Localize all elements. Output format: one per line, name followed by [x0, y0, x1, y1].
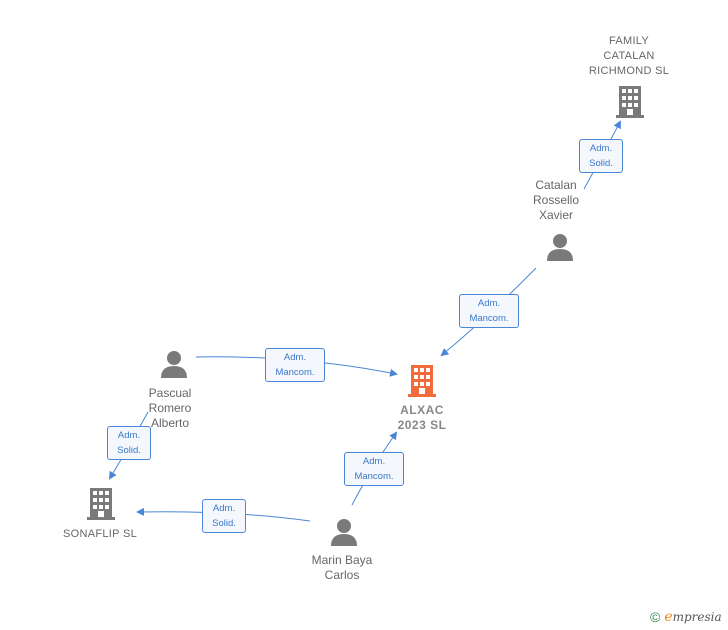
edge-role-line1: Adm. [212, 503, 236, 514]
edge-label-catalan-to-alxac: Adm. Mancom. [459, 294, 519, 328]
edge-role-line2: Mancom. [354, 471, 394, 482]
building-icon-focus [408, 365, 436, 397]
node-label-marin-baya[interactable]: Marin Baya Carlos [311, 553, 373, 582]
edge-role-line2: Mancom. [469, 313, 509, 324]
edge-role-line2: Solid. [589, 158, 613, 169]
edge-label-marin-to-alxac: Adm. Mancom. [344, 452, 404, 486]
brand-initial: e [664, 609, 673, 625]
building-icon [616, 86, 644, 118]
node-label-sonaflip[interactable]: SONAFLIP SL [62, 528, 138, 540]
edge-role-line1: Adm. [477, 298, 501, 309]
building-icon [87, 488, 115, 520]
edge-label-pascual-to-sonaflip: Adm. Solid. [107, 426, 151, 460]
edge-role-line2: Mancom. [275, 367, 315, 378]
edge-role-line1: Adm. [283, 352, 307, 363]
edge-role-line1: Adm. [117, 430, 141, 441]
edge-role-line1: Adm. [589, 143, 613, 154]
node-label-pascual-romero[interactable]: Pascual Romero Alberto [148, 386, 192, 430]
edge-label-marin-to-sonaflip: Adm. Solid. [202, 499, 246, 533]
edge-role-line2: Solid. [117, 445, 141, 456]
node-label-family-catalan[interactable]: FAMILY CATALAN RICHMOND SL [588, 35, 670, 77]
brand-rest: mpresia [672, 610, 722, 624]
person-icon [161, 351, 187, 378]
edge-role-line2: Solid. [212, 518, 236, 529]
footer-brand: © empresia [650, 609, 722, 625]
edge-label-catalan-to-family: Adm. Solid. [579, 139, 623, 173]
node-label-alxac[interactable]: ALXAC 2023 SL [397, 403, 447, 432]
person-icon [331, 519, 357, 546]
edge-role-line1: Adm. [362, 456, 386, 467]
edge-label-pascual-to-alxac: Adm. Mancom. [265, 348, 325, 382]
brand-logo[interactable]: empresia [664, 609, 721, 625]
copyright-icon: © [650, 609, 661, 625]
node-label-catalan-rossello[interactable]: Catalan Rossello Xavier [532, 178, 580, 222]
person-icon [547, 234, 573, 261]
